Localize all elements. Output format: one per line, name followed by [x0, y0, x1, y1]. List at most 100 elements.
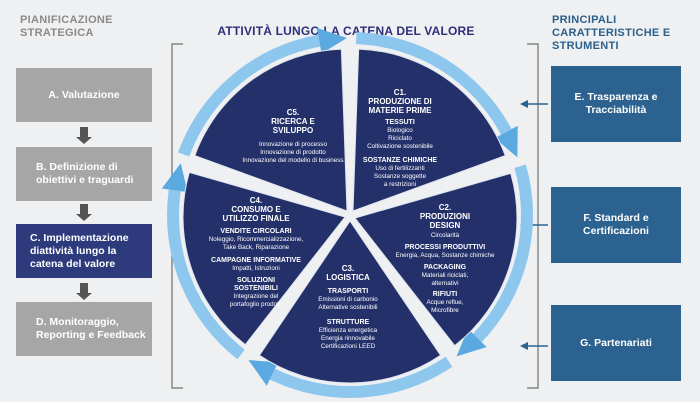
- step-b-label-line: B. Definizione di: [36, 161, 118, 173]
- ring-arrowhead-icon: [317, 27, 347, 54]
- c4-subheading: SOLUZIONI: [237, 277, 275, 284]
- c1-item: Sostanze soggette: [374, 173, 427, 180]
- right-column-title: PRINCIPALI CARATTERISTICHE E STRUMENTI: [552, 14, 692, 53]
- box-e-label-line: Tracciabilità: [585, 104, 647, 116]
- wedge-c1: [352, 48, 506, 212]
- c3-item: Emissioni di carbonio: [318, 296, 378, 303]
- step-b-label-line: obiettivi e traguardi: [36, 174, 134, 186]
- wedge-c4: [182, 171, 346, 346]
- c1-heading: C1.: [394, 88, 406, 97]
- box-e-trasparenza: E. Trasparenza e Tracciabilità: [551, 66, 681, 142]
- c4-heading: UTILIZZO FINALE: [222, 214, 290, 223]
- c2-item: Circolarità: [431, 232, 460, 239]
- step-a-label: A. Valutazione: [48, 88, 120, 101]
- right-bracket: [527, 43, 539, 389]
- c2-item: Energia, Acqua, Sostanze chimiche: [395, 252, 495, 259]
- c1-heading: MATERIE PRIME: [369, 106, 433, 115]
- step-c-label-line: diattività lungo la: [30, 244, 117, 257]
- center-title-text: ATTIVITÀ LUNGO LA CATENA DEL VALORE: [217, 24, 475, 38]
- c3-heading: C3.: [342, 264, 354, 273]
- box-e-label-line: E. Trasparenza e: [574, 91, 658, 103]
- step-d-label-line: D. Monitoraggio,: [36, 316, 119, 328]
- c2-subheading: RIFIUTI: [433, 291, 458, 298]
- segment-c3: C3. LOGISTICA TRASPORTI Emissioni di car…: [318, 264, 378, 350]
- c2-subheading: PROCESSI PRODUTTIVI: [405, 244, 486, 251]
- right-title-line: CARATTERISTICHE E: [552, 27, 671, 39]
- c2-item: alternativi: [432, 280, 459, 287]
- c4-subheading: CAMPAGNE INFORMATIVE: [211, 257, 301, 264]
- c4-subheading: SOSTENIBILI: [234, 285, 278, 292]
- center-title: ATTIVITÀ LUNGO LA CATENA DEL VALORE: [0, 24, 700, 38]
- ring-arc-segment: [269, 356, 453, 399]
- c4-heading: CONSUMO E: [231, 205, 281, 214]
- c1-item: Riciclato: [388, 135, 412, 142]
- c5-heading: RICERCA E: [271, 117, 315, 126]
- c5-heading: C5.: [287, 108, 299, 117]
- ring-arc-segment: [178, 34, 321, 157]
- left-title-line: STRATEGICA: [20, 27, 94, 39]
- arrow-left-icon: [520, 100, 528, 108]
- wedge-c5: [194, 48, 348, 212]
- step-b-obiettivi: B. Definizione di obiettivi e traguardi: [16, 147, 152, 201]
- c3-item: Efficienza energetica: [319, 327, 378, 334]
- right-title-line: PRINCIPALI: [552, 14, 617, 26]
- arrow-left-icon: [520, 342, 528, 350]
- c4-item: Take Back, Riparazione: [223, 244, 290, 251]
- ring-arrowhead-icon: [161, 163, 188, 193]
- left-column-title: PIANIFICAZIONE STRATEGICA: [20, 14, 160, 40]
- circular-arrow-ring: [161, 27, 533, 399]
- box-f-label-line: Certificazioni: [583, 225, 649, 237]
- box-f-standard: F. Standard e Certificazioni: [551, 187, 681, 263]
- c5-item: Innovazione di processo: [259, 141, 327, 148]
- down-arrow-icon: [76, 127, 92, 144]
- c3-item: Certificazioni LEED: [321, 343, 376, 350]
- c1-item: Coltivazione sostenibile: [367, 143, 433, 150]
- c2-heading: PRODUZIONI: [420, 212, 470, 221]
- box-f-label-line: F. Standard e: [583, 212, 649, 224]
- right-title-line: STRUMENTI: [552, 40, 619, 52]
- c2-item: Microfibre: [431, 307, 459, 314]
- c1-subheading: SOSTANZE CHIMICHE: [363, 157, 437, 164]
- segment-c2: C2. PRODUZIONI DESIGN Circolarità PROCES…: [395, 203, 495, 314]
- segment-c4: C4. CONSUMO E UTILIZZO FINALE VENDITE CI…: [209, 196, 304, 308]
- down-arrow-icon: [76, 204, 92, 221]
- left-title-line: PIANIFICAZIONE: [20, 14, 113, 26]
- ring-arc-segment: [473, 164, 533, 343]
- c4-item: Integrazione del: [234, 293, 279, 300]
- ring-arrowhead-icon: [456, 328, 487, 357]
- ring-arc-segment: [355, 32, 512, 135]
- down-arrow-icon: [76, 283, 92, 300]
- c3-subheading: TRASPORTI: [328, 288, 369, 295]
- ring-arc-segment: [167, 189, 245, 360]
- c1-item: Uso di fertilizzanti: [375, 165, 424, 172]
- step-c-label-line: C. Implementazione: [30, 231, 129, 244]
- c2-item: Materiali riciclati,: [422, 272, 469, 279]
- segment-c5: C5. RICERCA E SVILUPPO Innovazione di pr…: [242, 108, 343, 164]
- wedge-c2: [354, 172, 518, 347]
- c4-item: Noleggio, Ricommercializzazione,: [209, 236, 304, 243]
- wedge-c3: [258, 220, 442, 384]
- c5-heading: SVILUPPO: [273, 126, 313, 135]
- c2-heading: DESIGN: [430, 221, 461, 230]
- c5-item: Innovazione di prodotto: [260, 149, 326, 156]
- step-d-monitoraggio: D. Monitoraggio, Reporting e Feedback: [16, 302, 152, 356]
- c1-heading: PRODUZIONE DI: [368, 97, 432, 106]
- c2-heading: C2.: [439, 203, 451, 212]
- box-g-partenariati: G. Partenariati: [551, 305, 681, 381]
- c3-item: Alternative sostenibili: [318, 304, 377, 311]
- step-c-implementazione: C. Implementazione diattività lungo la c…: [16, 224, 152, 278]
- c2-item: Acque reflue,: [426, 299, 463, 306]
- wedge-group: [182, 48, 518, 384]
- ring-arrowhead-icon: [494, 125, 518, 158]
- ring-arrowhead-icon: [248, 359, 279, 386]
- segment-c1: C1. PRODUZIONE DI MATERIE PRIME TESSUTI …: [363, 88, 437, 188]
- c1-item: a restrizioni: [384, 181, 416, 188]
- step-a-valutazione: A. Valutazione: [16, 68, 152, 122]
- c1-subheading: TESSUTI: [385, 119, 415, 126]
- c2-subheading: PACKAGING: [424, 264, 467, 271]
- box-g-label: G. Partenariati: [580, 336, 652, 349]
- step-c-label-line: catena del valore: [30, 257, 116, 270]
- c3-subheading: STRUTTURE: [327, 319, 370, 326]
- c4-item: Impatti, Istruzioni: [232, 265, 280, 272]
